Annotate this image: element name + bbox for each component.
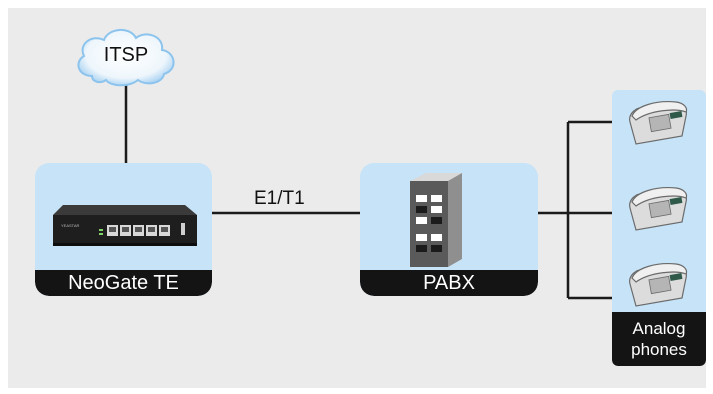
cloud-icon bbox=[77, 29, 175, 87]
e1t1-link-label: E1/T1 bbox=[254, 188, 305, 209]
pabx-server-icon bbox=[410, 173, 462, 267]
phones-label-line1: Analog bbox=[632, 319, 686, 338]
phones-icon-group bbox=[629, 101, 688, 307]
phone-icon-3 bbox=[629, 263, 688, 307]
itsp-cloud-node: ITSP bbox=[70, 24, 182, 90]
phone-icon-2 bbox=[629, 187, 688, 231]
phones-label: Analog phones bbox=[612, 312, 706, 366]
gateway-device-icon: YEASTAR bbox=[53, 205, 197, 246]
phones-node: Analog phones bbox=[612, 90, 706, 366]
gateway-node: YEASTAR NeoGate TE bbox=[35, 163, 212, 296]
itsp-label: ITSP bbox=[103, 44, 149, 66]
device-brand-text: YEASTAR bbox=[61, 223, 79, 228]
pabx-node: PABX bbox=[360, 163, 538, 296]
pabx-label: PABX bbox=[360, 270, 538, 296]
phones-label-line2: phones bbox=[631, 340, 687, 359]
gateway-label: NeoGate TE bbox=[35, 270, 212, 296]
phone-icon-1 bbox=[629, 101, 688, 145]
